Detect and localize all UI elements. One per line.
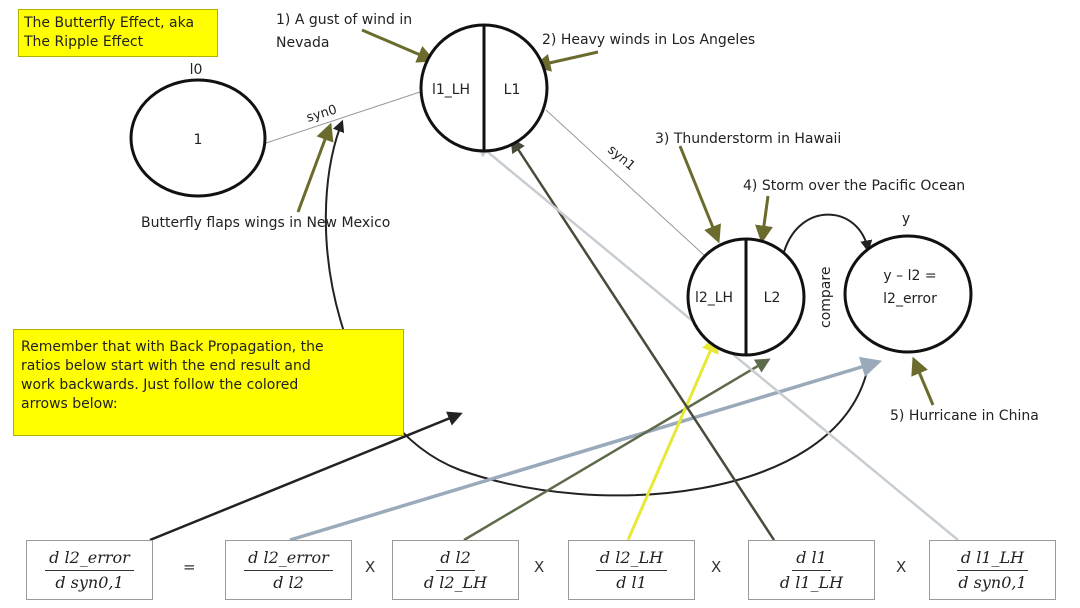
event3-arrow xyxy=(678,145,721,244)
note-box: Remember that with Back Propagation, the… xyxy=(13,329,404,436)
event1-label-line2: Nevada xyxy=(276,35,329,51)
node-y-line2: l2_error xyxy=(883,291,937,307)
equation-lhs: d l2_error d syn0,1 xyxy=(26,540,153,600)
syn0-label: syn0 xyxy=(305,102,339,125)
event1-arrow xyxy=(361,28,436,63)
compare-label: compare xyxy=(818,267,834,328)
title-box: The Butterfly Effect, aka The Ripple Eff… xyxy=(18,9,218,57)
term-1-numerator: d l2_error xyxy=(244,548,333,571)
node-l0-value: 1 xyxy=(194,132,203,148)
node-l1: l1_LH L1 xyxy=(419,23,549,153)
node-l1-left: l1_LH xyxy=(432,82,470,98)
equation-term-3: d l2_LH d l1 xyxy=(568,540,695,600)
node-y: y y – l2 = l2_error xyxy=(843,211,973,354)
equation-term-5: d l1_LH d syn0,1 xyxy=(929,540,1056,600)
lhs-arrow xyxy=(149,411,463,542)
event1-label-line1: 1) A gust of wind in xyxy=(276,12,412,28)
node-l2-left: l2_LH xyxy=(695,290,733,306)
term-4-denominator: d l1_LH xyxy=(779,572,844,592)
node-l0: l0 1 xyxy=(129,62,267,198)
event2-label: 2) Heavy winds in Los Angeles xyxy=(542,32,755,48)
term-2-denominator: d l2_LH xyxy=(423,572,488,592)
term2-arrow xyxy=(463,358,771,542)
equals-sign: = xyxy=(183,558,196,576)
syn1-line xyxy=(545,109,706,257)
node-l2: l2_LH L2 xyxy=(686,237,806,357)
equation-term-1: d l2_error d l2 xyxy=(225,540,352,600)
node-y-line1: y – l2 = xyxy=(883,268,936,284)
event5-label: 5) Hurricane in China xyxy=(890,408,1039,424)
term-5-numerator: d l1_LH xyxy=(956,548,1029,571)
event4-label: 4) Storm over the Pacific Ocean xyxy=(743,178,965,194)
event2-arrow xyxy=(532,50,599,72)
event5-arrow xyxy=(911,356,935,406)
node-l0-label: l0 xyxy=(190,62,203,78)
term-3-denominator: d l1 xyxy=(616,572,647,592)
term3-arrow xyxy=(626,334,719,541)
term-2-numerator: d l2 xyxy=(436,548,475,571)
event4-arrow xyxy=(755,195,773,244)
multiply-sign-1: X xyxy=(365,558,376,576)
syn0-line xyxy=(262,91,421,145)
node-y-label: y xyxy=(902,211,910,227)
equation-term-2: d l2 d l2_LH xyxy=(392,540,519,600)
node-l1-right: L1 xyxy=(504,82,521,98)
term-3-numerator: d l2_LH xyxy=(595,548,668,571)
multiply-sign-3: X xyxy=(711,558,722,576)
event3-label: 3) Thunderstorm in Hawaii xyxy=(655,131,841,147)
term-5-denominator: d syn0,1 xyxy=(958,572,1027,592)
term-1-denominator: d l2 xyxy=(273,572,304,592)
term-4-numerator: d l1 xyxy=(792,548,831,571)
equation-lhs-numerator: d l2_error xyxy=(45,548,134,571)
compare-arrow xyxy=(783,213,873,253)
node-l2-right: L2 xyxy=(764,290,781,306)
equation-lhs-denominator: d syn0,1 xyxy=(55,572,124,592)
butterfly-arrow xyxy=(296,122,334,213)
equation-term-4: d l1 d l1_LH xyxy=(748,540,875,600)
syn1-label: syn1 xyxy=(604,143,637,174)
multiply-sign-2: X xyxy=(534,558,545,576)
backprop-curve-arrow xyxy=(324,119,867,497)
butterfly-label: Butterfly flaps wings in New Mexico xyxy=(141,215,390,231)
multiply-sign-4: X xyxy=(896,558,907,576)
